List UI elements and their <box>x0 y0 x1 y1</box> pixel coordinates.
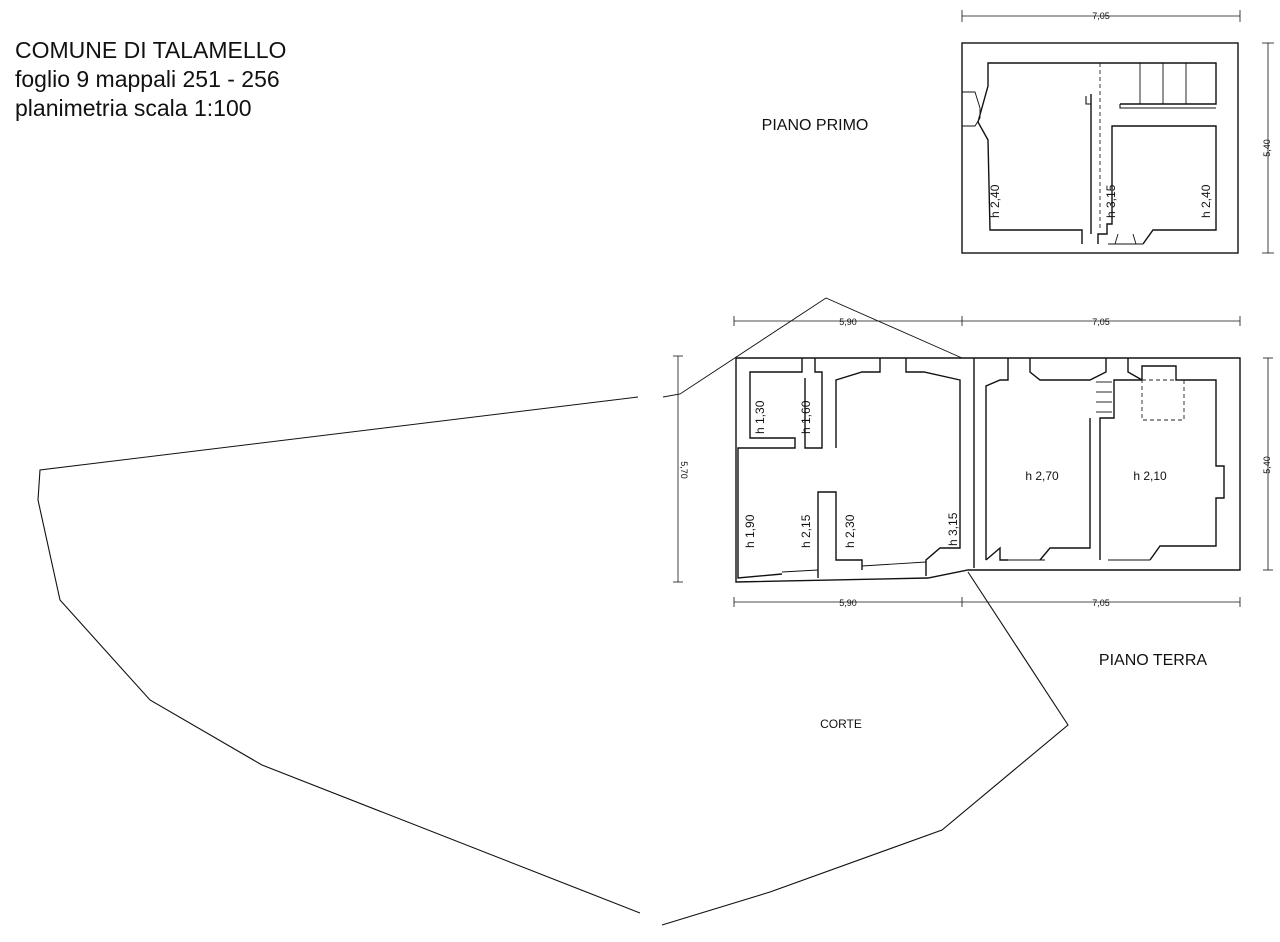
pt-height-2: h 1,60 <box>799 400 813 434</box>
pt-dim-top-right: 7,05 <box>1092 317 1110 327</box>
pt-dim-bottom-right: 7,05 <box>1092 598 1110 608</box>
piano-primo-plan <box>961 42 1239 254</box>
title-foglio: foglio 9 mappali 251 - 256 <box>15 66 280 92</box>
pt-height-5: h 2,30 <box>843 514 857 548</box>
pt-dim-left: 5,70 <box>679 461 689 479</box>
piano-primo-dimensions <box>961 10 1274 254</box>
pp-dim-width: 7,05 <box>1092 11 1110 21</box>
pp-height-1: h 2,40 <box>988 184 1002 218</box>
pp-height-3: h 2,40 <box>1199 184 1213 218</box>
title-comune: COMUNE DI TALAMELLO <box>15 37 287 63</box>
pt-height-4: h 2,15 <box>799 514 813 548</box>
piano-terra-dimensions <box>673 316 1273 607</box>
drawing-title-block: COMUNE DI TALAMELLO foglio 9 mappali 251… <box>15 36 286 123</box>
title-scala: planimetria scala 1:100 <box>15 95 252 121</box>
pp-dim-height: 5,40 <box>1262 139 1272 157</box>
pt-height-7: h 2,70 <box>1025 469 1059 483</box>
piano-terra-plan <box>735 357 1241 583</box>
piano-terra-label: PIANO TERRA <box>1099 652 1208 669</box>
pp-height-2: h 3,15 <box>1104 184 1118 218</box>
pt-dim-top-left: 5,90 <box>839 317 857 327</box>
corte-label: CORTE <box>820 717 862 731</box>
piano-primo-label: PIANO PRIMO <box>762 117 869 134</box>
pt-dim-bottom-left: 5,90 <box>839 598 857 608</box>
pt-height-1: h 1,30 <box>753 400 767 434</box>
pt-height-6: h 3,15 <box>946 512 960 546</box>
corte-boundary <box>37 297 1069 926</box>
pt-height-8: h 2,10 <box>1133 469 1167 483</box>
pt-dim-right: 5,40 <box>1262 456 1272 474</box>
pt-height-3: h 1,90 <box>743 514 757 548</box>
